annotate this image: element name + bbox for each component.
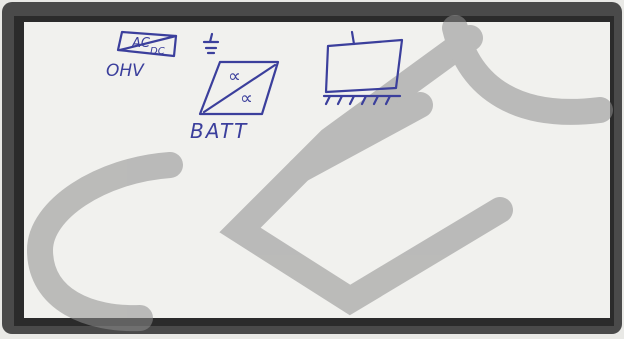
battery-top-symbol: ∝ [228, 66, 241, 87]
battery-label: BATT [190, 119, 248, 143]
left-box-inner-text: DC [150, 46, 165, 57]
left-box-label: OHV [106, 61, 145, 81]
battery-bottom-symbol: ∝ [240, 88, 253, 109]
left-box-top-text: AC [131, 36, 151, 51]
